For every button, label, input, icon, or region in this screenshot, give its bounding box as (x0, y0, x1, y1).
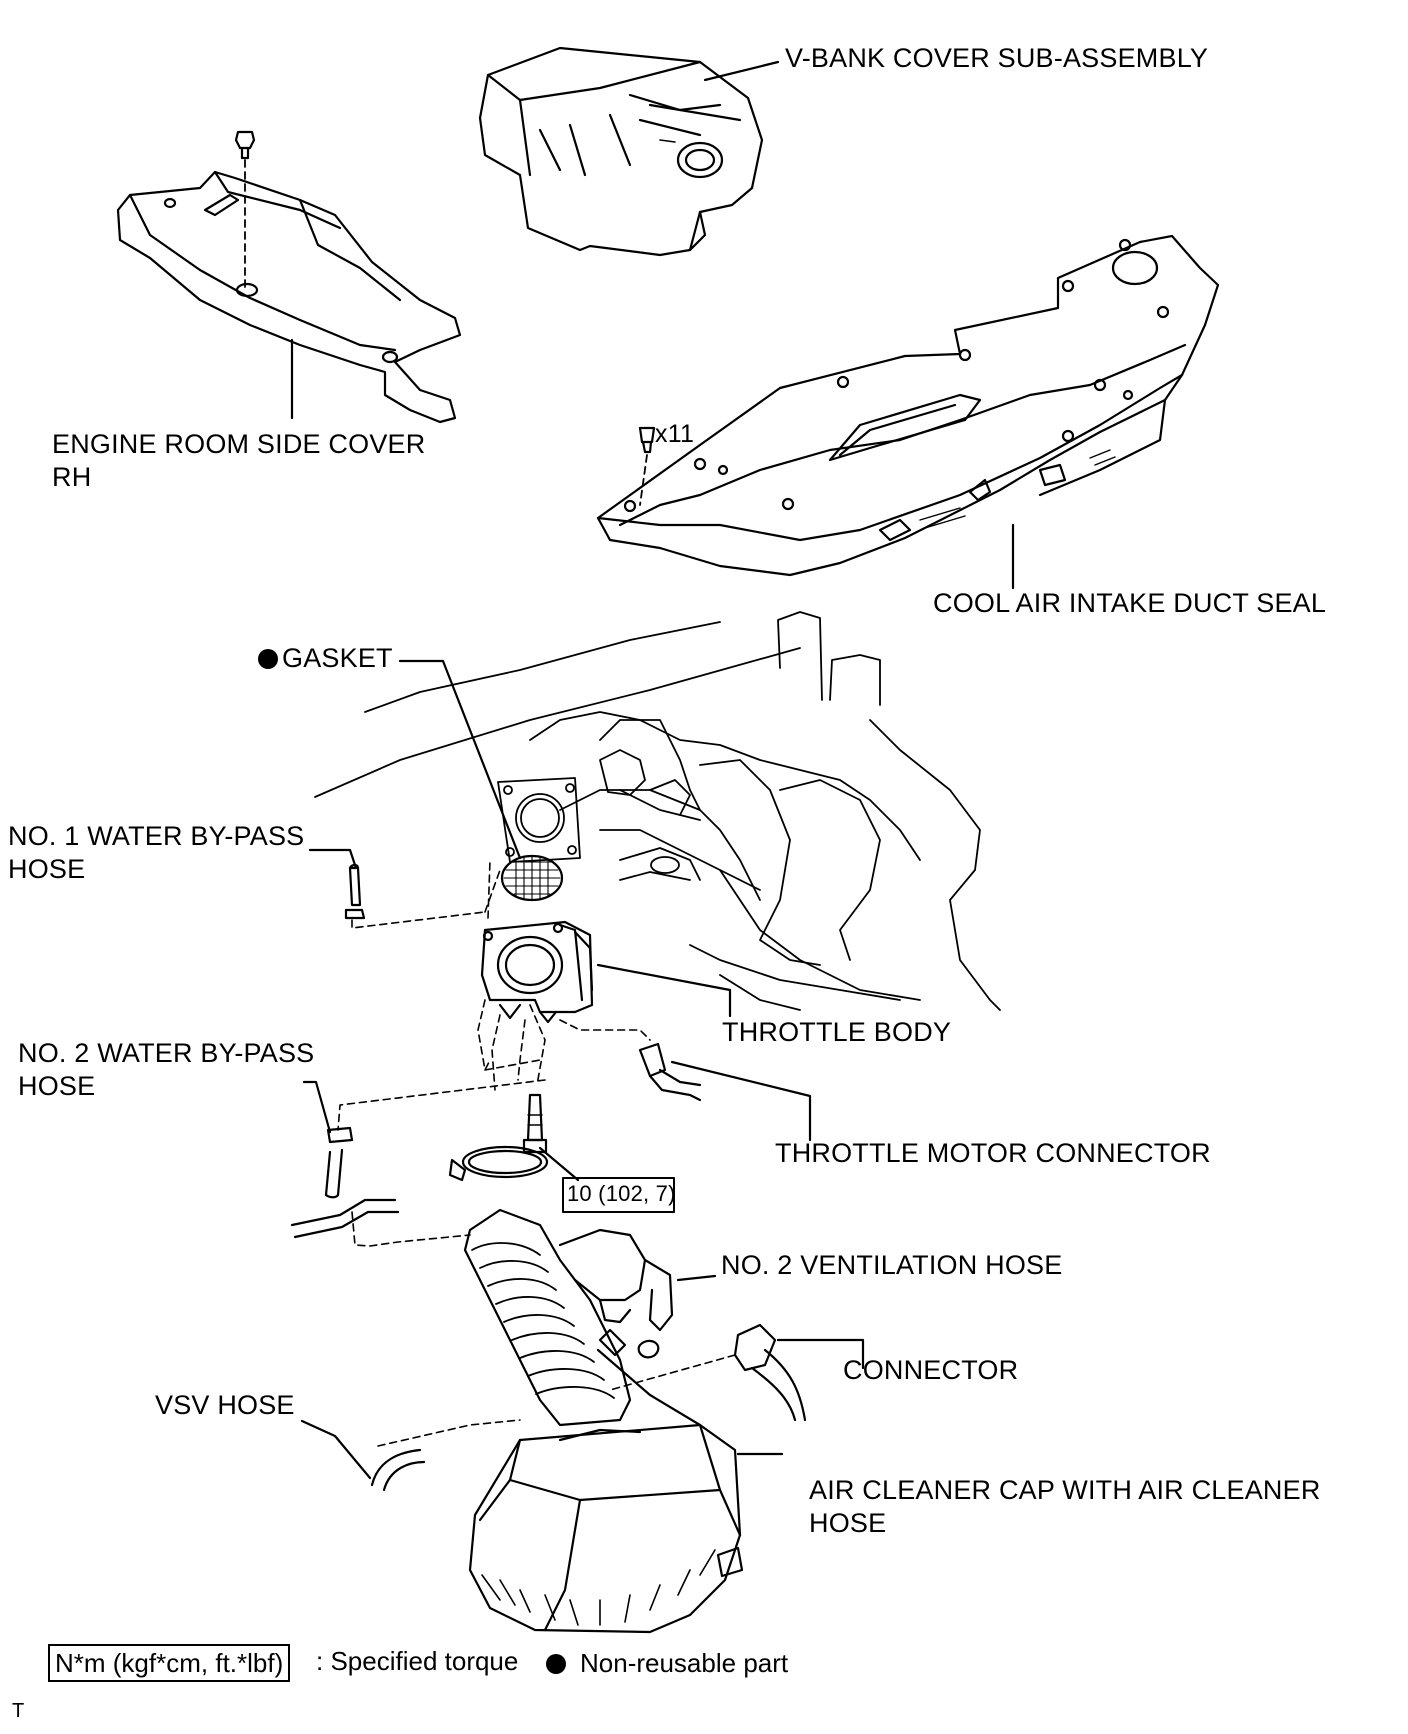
non-reusable-marker-icon (258, 649, 278, 669)
label-no2-water-bypass-hose-l2: HOSE (18, 1071, 96, 1101)
no2-water-bypass-hose-drawing (324, 1126, 354, 1199)
connector-leader (776, 1338, 865, 1370)
vsv-dashed (377, 1419, 521, 1447)
label-air-cleaner-cap-l2: HOSE (809, 1508, 887, 1538)
no2-water-bypass-leader (302, 1080, 332, 1134)
gasket-leader (398, 659, 522, 860)
cool-air-intake-duct-seal-drawing (596, 234, 1220, 577)
duct-seal-clip (638, 426, 656, 506)
air-cleaner-hose-drawing (463, 1208, 674, 1427)
no1-water-bypass-hose-drawing (344, 863, 366, 920)
gasket-text: GASKET (282, 643, 393, 673)
corner-mark: T (12, 1700, 25, 1722)
legend-torque-desc: : Specified torque (316, 1646, 519, 1676)
label-v-bank-cover: V-BANK COVER SUB-ASSEMBLY (785, 43, 1209, 73)
connector-dashed (609, 1354, 736, 1391)
throttle-bolt-drawing (522, 1093, 548, 1154)
hose-clamp-drawing (448, 1145, 549, 1182)
throttle-motor-leader (670, 1060, 812, 1142)
pipe-drawing (290, 1198, 471, 1247)
label-air-cleaner-cap: AIR CLEANER CAP WITH AIR CLEANER (809, 1475, 1321, 1505)
v-bank-leader (703, 60, 780, 82)
label-clip-count: x11 (655, 420, 695, 448)
label-engine-room-side-cover-rh: RH (52, 462, 92, 492)
label-vsv-hose: VSV HOSE (155, 1390, 295, 1420)
air-cleaner-cap-drawing (468, 1348, 744, 1634)
label-no2-ventilation-hose: NO. 2 VENTILATION HOSE (721, 1250, 1063, 1280)
intake-manifold-drawing (314, 611, 1001, 1011)
torque-value: 10 (102, 7) (567, 1181, 676, 1206)
vsv-hose-drawing (370, 1448, 426, 1492)
no1-water-bypass-leader (308, 848, 358, 870)
throttle-body-leader (596, 963, 732, 1018)
label-throttle-motor-connector: THROTTLE MOTOR CONNECTOR (775, 1138, 1211, 1168)
legend-torque-unit: N*m (kgf*cm, ft.*lbf) (48, 1644, 291, 1682)
label-gasket: GASKET (258, 642, 393, 675)
throttle-dashed-lines (337, 999, 651, 1131)
legend-non-reusable-text: Non-reusable part (580, 1648, 789, 1678)
no1-hose-dashed (351, 859, 501, 929)
legend-non-reusable: Non-reusable part (546, 1646, 788, 1680)
non-reusable-legend-icon (546, 1654, 566, 1674)
label-no1-water-bypass-hose-l2: HOSE (8, 854, 86, 884)
label-cool-air-intake-duct-seal: COOL AIR INTAKE DUCT SEAL (933, 588, 1327, 618)
label-engine-room-side-cover: ENGINE ROOM SIDE COVER (52, 429, 426, 459)
ventilation-hose-leader (676, 1274, 717, 1282)
label-connector: CONNECTOR (843, 1355, 1019, 1385)
label-throttle-body: THROTTLE BODY (722, 1017, 952, 1047)
throttle-motor-connector-drawing (638, 1042, 702, 1102)
side-cover-bolt (234, 130, 256, 291)
v-bank-cover-drawing (478, 46, 764, 257)
engine-room-side-cover-drawing (116, 170, 462, 424)
gasket-drawing (500, 854, 564, 902)
vsv-hose-leader (300, 1419, 372, 1480)
torque-leader (538, 1146, 580, 1182)
torque-frame (562, 1177, 675, 1213)
throttle-body-drawing (480, 920, 594, 1024)
label-no1-water-bypass-hose: NO. 1 WATER BY-PASS (8, 821, 305, 851)
label-no2-water-bypass-hose: NO. 2 WATER BY-PASS (18, 1038, 315, 1068)
